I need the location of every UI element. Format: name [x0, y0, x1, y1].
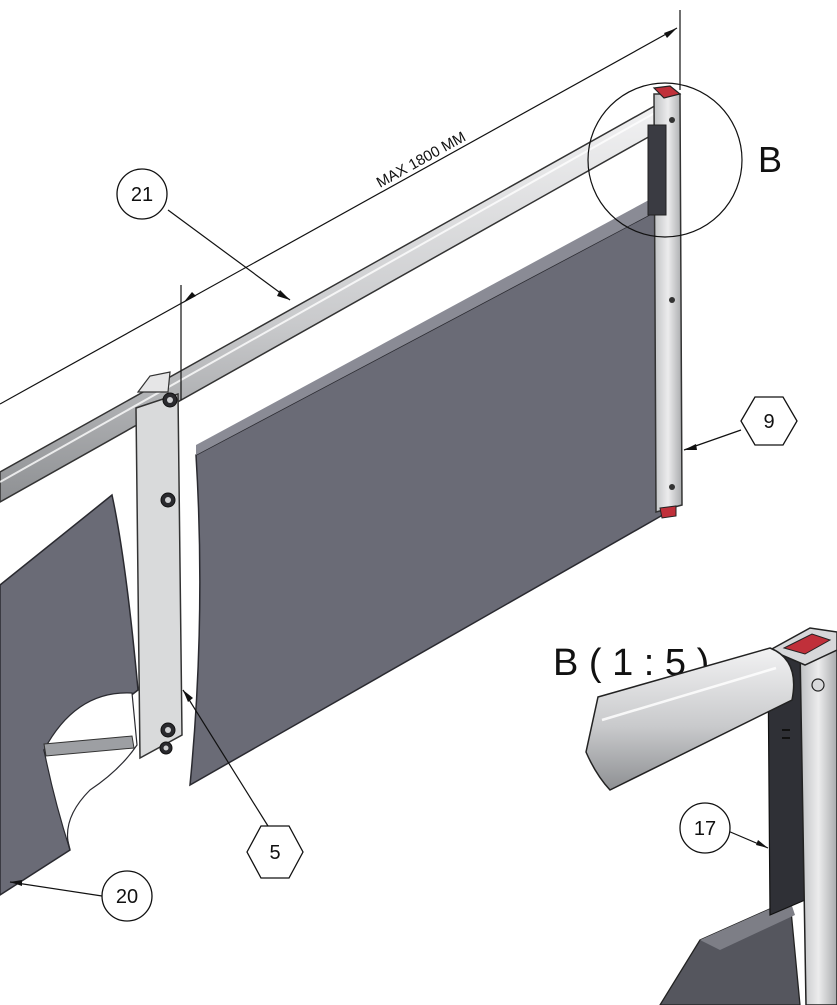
balloon-21-label: 21: [131, 184, 153, 206]
detail-post: [799, 639, 837, 1005]
detail-circle-b: [587, 82, 743, 238]
post-cap: [652, 85, 682, 99]
detail-bolt: [811, 678, 825, 692]
post-bolt-mid: [669, 297, 675, 303]
post-bolt-bottom: [669, 484, 675, 490]
balloon-21: 21: [116, 168, 291, 301]
left-panel-cutout: [43, 692, 138, 851]
balloon-20: 20: [9, 870, 153, 922]
post-bolt-top: [669, 117, 675, 123]
balloon-5: 5: [182, 689, 304, 879]
dimension-label: MAX 1800 MM: [374, 129, 469, 192]
post-foot-cap: [659, 505, 677, 519]
joint-post-clamp: [136, 371, 171, 393]
detail-pipe: [585, 647, 795, 791]
detail-letter: B: [758, 139, 782, 180]
balloon-17: 17: [679, 802, 769, 854]
detail-view-b: [585, 627, 837, 1005]
left-bracket: [43, 735, 135, 757]
balloon-20-label: 20: [116, 886, 138, 908]
balloon-5-label: 5: [269, 842, 280, 864]
balloon-9-label: 9: [763, 411, 774, 433]
joint-post: [135, 392, 183, 760]
balloon-17-label: 17: [694, 818, 716, 840]
balloon-9: 9: [683, 396, 798, 451]
end-post-inner: [647, 124, 667, 216]
main-panel: [189, 203, 669, 787]
dimension-line: [0, 10, 681, 405]
main-panel-top-edge: [196, 194, 668, 455]
